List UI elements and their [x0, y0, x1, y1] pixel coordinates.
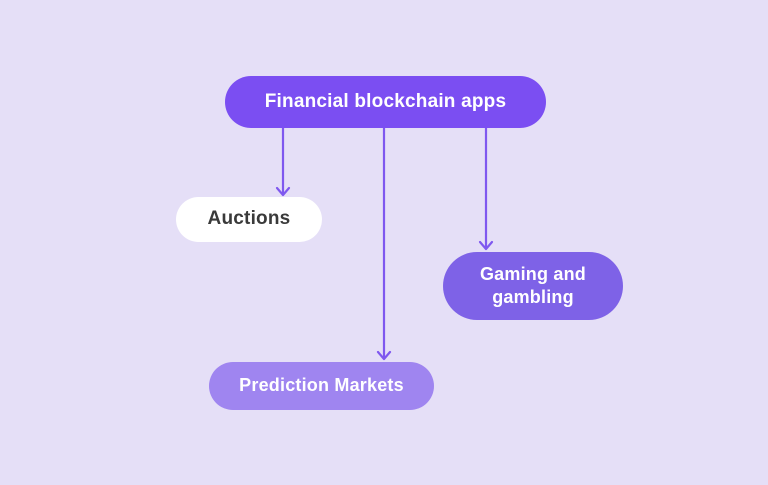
- arrowhead-down-icon: [376, 350, 392, 361]
- node-prediction-markets: Prediction Markets: [209, 362, 434, 410]
- arrowhead-down-icon: [478, 240, 494, 251]
- node-gaming-and-gambling: Gaming and gambling: [443, 252, 623, 320]
- edge-root-to-gaming: [478, 126, 494, 251]
- arrowhead-down-icon: [275, 186, 291, 197]
- node-auctions: Auctions: [176, 197, 322, 242]
- edge-root-to-auctions: [275, 126, 291, 197]
- node-label: Auctions: [207, 208, 291, 230]
- node-label: Financial blockchain apps: [264, 90, 507, 112]
- edge-root-to-prediction: [376, 126, 392, 361]
- node-financial-blockchain-apps: Financial blockchain apps: [225, 76, 546, 128]
- node-label: Gaming and gambling: [479, 263, 586, 307]
- node-label: Prediction Markets: [239, 375, 404, 396]
